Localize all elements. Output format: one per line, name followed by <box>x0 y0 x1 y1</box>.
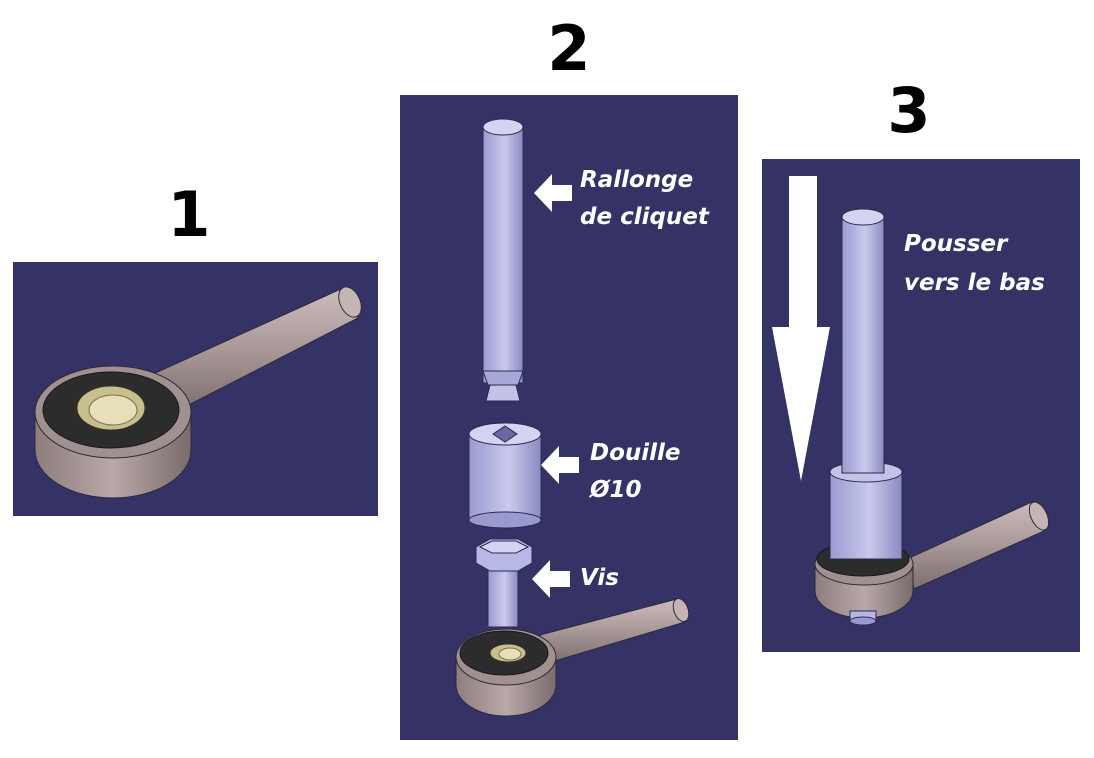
arrow-down-icon <box>772 176 830 481</box>
step-1-number: 1 <box>167 178 211 251</box>
step-2-number: 2 <box>547 12 591 85</box>
rod-end-assembly-illustration <box>34 286 362 499</box>
label-push-down: Pousser vers le bas <box>904 231 1045 296</box>
screw-part <box>475 538 533 628</box>
step-3-panel: Pousser vers le bas <box>762 159 1080 652</box>
socket-part <box>468 422 542 529</box>
rod-end-part <box>455 597 690 717</box>
arrow-left-icon <box>534 174 572 212</box>
label-socket: Douille Ø10 <box>590 440 681 503</box>
step-1-panel <box>13 262 378 516</box>
assembled-view-illustration <box>772 176 1050 626</box>
step-2-panel: Rallonge de cliquet Douille Ø10 Vis <box>400 95 738 740</box>
label-screw: Vis <box>580 565 619 591</box>
ratchet-extension-part <box>482 118 524 402</box>
label-ratchet-extension: Rallonge de cliquet <box>580 167 709 230</box>
exploded-view-illustration <box>455 118 690 717</box>
arrow-left-icon <box>541 446 579 484</box>
arrow-left-icon <box>532 560 570 598</box>
step-3-number: 3 <box>887 74 931 147</box>
